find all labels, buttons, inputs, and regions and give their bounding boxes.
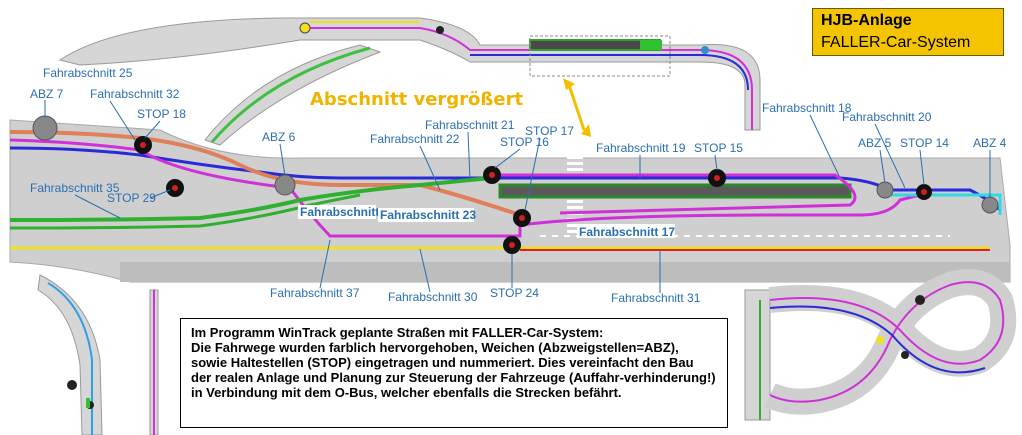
label-fs21: Fahrabschnitt 21: [425, 118, 515, 132]
lower-left-green: [86, 398, 90, 408]
label-fs20: Fahrabschnitt 20: [842, 110, 932, 124]
label-bg: [298, 205, 376, 219]
label-stop15: STOP 15: [694, 141, 743, 155]
central-island: [498, 183, 852, 199]
label-fs25: Fahrabschnitt 25: [43, 66, 133, 80]
description-body: Die Fahrwege wurden farblich hervorgehob…: [191, 340, 716, 400]
title-box: HJB-Anlage FALLER-Car-System: [812, 8, 1004, 56]
label-fs37: Fahrabschnitt 37: [270, 286, 360, 300]
label-fs31: Fahrabschnitt 31: [611, 291, 701, 305]
upper-stop-marker: [299, 22, 311, 34]
label-stop18: STOP 18: [137, 107, 186, 121]
label-abz4: ABZ 4: [973, 136, 1007, 150]
route-blue: [9, 146, 1002, 212]
label-bg: [378, 208, 474, 222]
label-fs30: Fahrabschnitt 30: [388, 290, 478, 304]
description-box: Im Programm WinTrack geplante Straßen mi…: [180, 318, 728, 428]
main-road: [9, 119, 1011, 283]
route-green: [9, 176, 491, 222]
label-fs18: Fahrabschnitt 18: [762, 101, 852, 115]
stop-marker: [916, 184, 932, 200]
lower-right-stop: [901, 351, 909, 359]
label-fs23: Fahrabschnitt 23: [380, 208, 476, 222]
lower-right-marker: [876, 336, 884, 344]
label-stop29: STOP 29: [107, 191, 156, 205]
lower-right-road: [744, 289, 771, 421]
label-stop17: STOP 17: [525, 124, 574, 138]
label-abz6: ABZ 6: [262, 130, 296, 144]
abz-marker: [876, 181, 894, 199]
stop-marker: [503, 236, 521, 254]
label-fs17: Fahrabschnitt 17: [579, 225, 675, 239]
lower-right-loop: [764, 269, 1017, 415]
stop-marker: [483, 166, 501, 184]
label-fs-a: Fahrabschnitt: [300, 205, 379, 219]
label-stop14: STOP 14: [900, 136, 949, 150]
label-abz5: ABZ 5: [858, 136, 892, 150]
abz-marker: [981, 196, 999, 214]
label-fs22: Fahrabschnitt 22: [370, 132, 460, 146]
description-heading: Im Programm WinTrack geplante Straßen mi…: [191, 325, 604, 340]
route-blue-upper: [470, 54, 749, 91]
label-fs32: Fahrabschnitt 32: [90, 87, 180, 101]
upper-stop-marker: [436, 26, 444, 34]
callout-text: Abschnitt vergrößert: [310, 89, 523, 110]
lower-right-loop-route: [769, 281, 1005, 403]
callout-frame: [529, 35, 671, 77]
stop-marker: [166, 179, 184, 197]
route-orange: [9, 130, 521, 217]
label-fs19: Fahrabschnitt 19: [596, 141, 686, 155]
title-line2: FALLER-Car-System: [821, 34, 971, 51]
title-line1: HJB-Anlage: [821, 12, 912, 29]
route-magenta: [9, 138, 921, 238]
label-abz7: ABZ 7: [30, 87, 64, 101]
callout-arrow: [563, 78, 591, 137]
route-green-upper: [210, 46, 371, 143]
lower-right-stop: [915, 295, 925, 305]
label-fs35: Fahrabschnitt 35: [30, 181, 120, 195]
sidewalk-strip: [120, 262, 1010, 282]
lower-right-loop-route-2: [769, 305, 986, 374]
route-magenta-upper: [300, 27, 753, 130]
stop-marker: [708, 169, 726, 187]
lower-left-road: [37, 274, 103, 435]
route-green-2: [9, 193, 361, 230]
upper-left-ramp: [204, 44, 382, 146]
abz-marker: [274, 174, 296, 196]
route-magenta-2: [500, 173, 857, 215]
label-stop16: STOP 16: [500, 135, 549, 149]
label-stop24: STOP 24: [490, 286, 539, 300]
lower-left-stop: [67, 380, 77, 390]
stop-marker: [134, 136, 152, 154]
lower-left-route: [47, 282, 93, 435]
stop-marker: [513, 209, 531, 227]
upper-green-marker: [640, 40, 662, 50]
label-bg: [577, 224, 675, 238]
abz-marker: [32, 115, 58, 141]
upper-stop-marker: [701, 46, 709, 54]
leader-lines: [44, 100, 991, 293]
